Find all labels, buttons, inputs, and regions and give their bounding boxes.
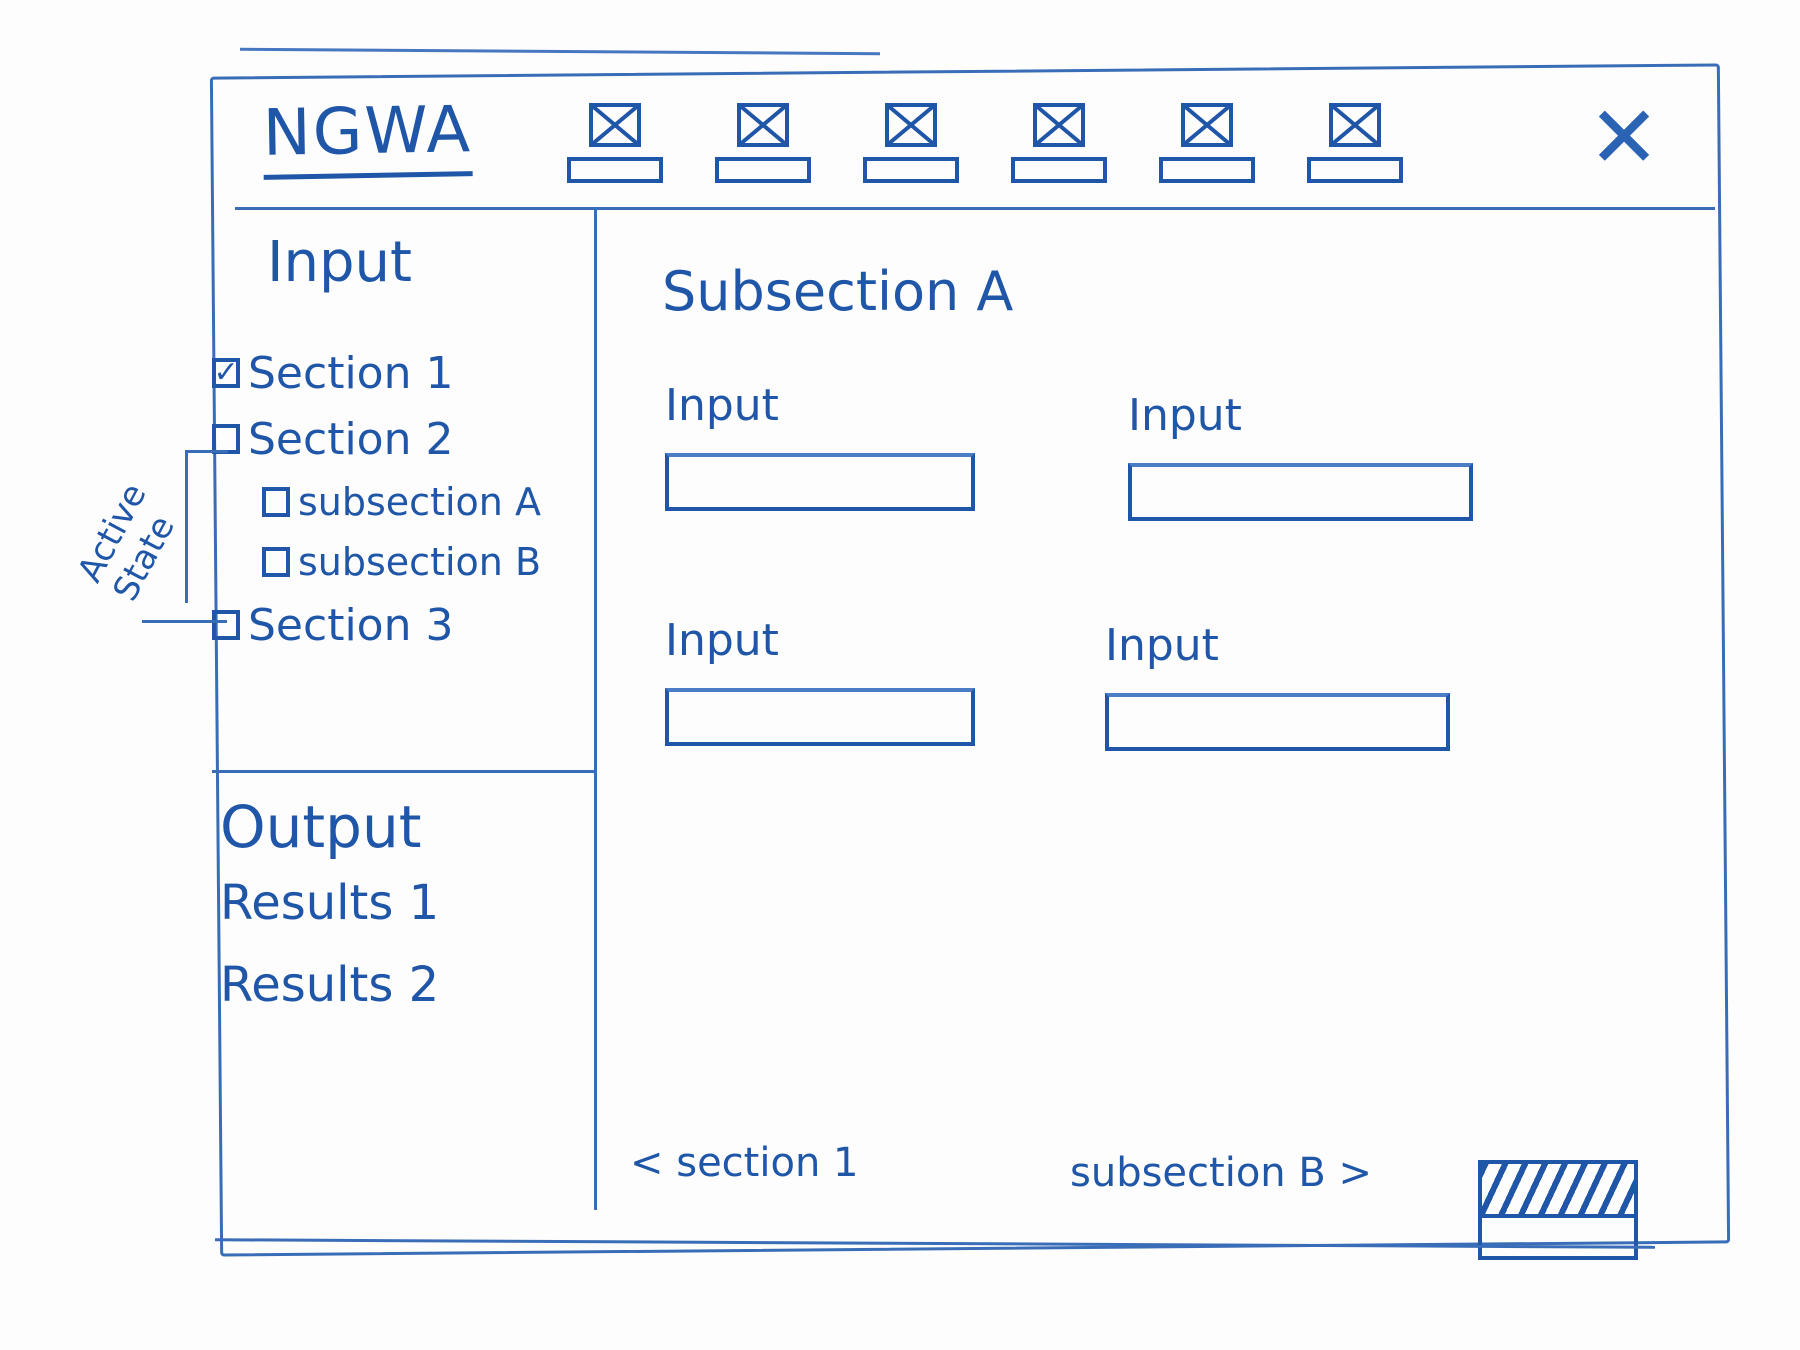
sidebar: Input ✓ Section 1 Section 2 subsection A…: [212, 210, 597, 1210]
toolbar-button-label: [1307, 156, 1403, 183]
image-placeholder-icon: [1329, 102, 1381, 147]
image-placeholder-icon: [1033, 102, 1085, 147]
input-nav: ✓ Section 1 Section 2 subsection A subse…: [212, 340, 594, 658]
annotation-bracket: [185, 450, 228, 603]
text-input[interactable]: [665, 453, 975, 511]
sidebar-input-title: Input: [267, 230, 413, 295]
toolbar-button-label: [567, 156, 663, 183]
toolbar-button-label: [1011, 156, 1107, 183]
app-header: NGWA ✕: [235, 75, 1715, 210]
nav-item-label: Section 3: [248, 599, 454, 651]
text-input[interactable]: [1105, 693, 1450, 751]
nav-item-section-3[interactable]: Section 3: [212, 592, 594, 658]
previous-section-link[interactable]: < section 1: [630, 1140, 859, 1186]
text-input[interactable]: [1128, 463, 1473, 521]
nav-item-section-2[interactable]: Section 2: [212, 406, 594, 472]
toolbar-button-1[interactable]: [565, 102, 665, 183]
nav-item-label: subsection B: [298, 540, 542, 584]
toolbar-button-label: [715, 156, 811, 183]
output-item-results-1[interactable]: Results 1: [220, 875, 440, 931]
sidebar-output-panel: Output Results 1 Results 2: [212, 773, 594, 1013]
image-placeholder-icon: [885, 102, 937, 147]
input-field-4: Input: [1105, 620, 1450, 751]
field-label: Input: [665, 380, 779, 431]
active-state-annotation: Active State: [30, 430, 228, 630]
sketch-top-line: [239, 47, 881, 56]
toolbar: [565, 75, 1405, 210]
toolbar-button-3[interactable]: [861, 102, 961, 183]
sidebar-input-panel: Input ✓ Section 1 Section 2 subsection A…: [212, 210, 594, 773]
nav-item-label: Section 2: [248, 413, 454, 465]
main-content: Subsection A Input Input Input Input < s…: [600, 210, 1700, 1260]
annotation-bracket-bottom: [142, 620, 227, 623]
nav-item-section-1[interactable]: ✓ Section 1: [212, 340, 594, 406]
field-label: Input: [1128, 390, 1242, 441]
input-field-2: Input: [1128, 390, 1473, 521]
image-placeholder-icon: [589, 102, 641, 147]
close-icon[interactable]: ✕: [1587, 88, 1660, 188]
input-field-1: Input: [665, 380, 975, 511]
toolbar-button-label: [1159, 156, 1255, 183]
sidebar-output-title: Output: [220, 793, 422, 861]
checkbox-icon[interactable]: [262, 487, 290, 517]
section-title: Subsection A: [662, 260, 1014, 323]
field-label: Input: [665, 615, 779, 666]
toolbar-button-4[interactable]: [1009, 102, 1109, 183]
hatched-action-button[interactable]: [1478, 1160, 1638, 1260]
field-label: Input: [1105, 620, 1219, 671]
toolbar-button-2[interactable]: [713, 102, 813, 183]
toolbar-button-label: [863, 156, 959, 183]
output-item-results-2[interactable]: Results 2: [220, 957, 440, 1013]
hatch-fill: [1482, 1164, 1634, 1218]
toolbar-button-6[interactable]: [1305, 102, 1405, 183]
image-placeholder-icon: [737, 102, 789, 147]
nav-item-subsection-a[interactable]: subsection A: [212, 472, 594, 532]
image-placeholder-icon: [1181, 102, 1233, 147]
text-input[interactable]: [665, 688, 975, 746]
nav-item-label: Section 1: [248, 347, 454, 399]
input-field-3: Input: [665, 615, 975, 746]
checkbox-icon[interactable]: [262, 547, 290, 577]
next-section-link[interactable]: subsection B >: [1070, 1150, 1373, 1196]
nav-item-label: subsection A: [298, 480, 541, 524]
checkbox-checked-icon[interactable]: ✓: [212, 355, 240, 390]
checkbox-icon[interactable]: [212, 610, 240, 640]
toolbar-button-5[interactable]: [1157, 102, 1257, 183]
nav-item-subsection-b[interactable]: subsection B: [212, 532, 594, 592]
app-logo: NGWA: [262, 93, 473, 180]
